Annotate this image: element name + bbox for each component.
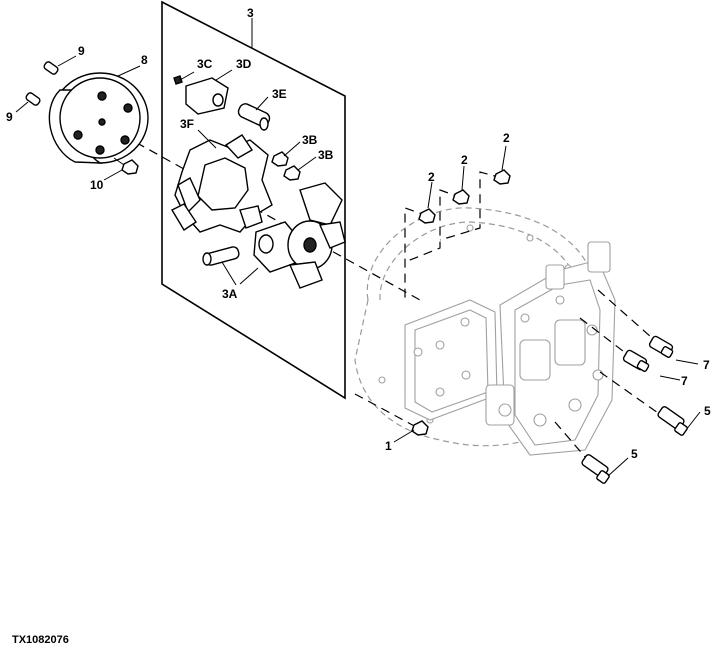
callout-7-lower: 7 <box>681 374 688 388</box>
callout-3b-upper: 3B <box>302 133 318 147</box>
callout-5-lower: 5 <box>631 447 638 461</box>
callout-10: 10 <box>90 178 104 192</box>
screw-3b-lower <box>283 165 301 181</box>
callout-9-lower: 9 <box>6 110 13 124</box>
callout-3c: 3C <box>197 57 213 71</box>
bolt-2-middle <box>452 189 470 205</box>
small-screw-3c <box>173 71 195 85</box>
callout-leaders <box>15 55 701 477</box>
elastic-coupling-element <box>171 134 273 233</box>
bolt-2-left <box>418 208 436 224</box>
callout-5-upper: 5 <box>704 404 711 418</box>
callout-3: 3 <box>247 6 254 20</box>
coupling-hub <box>253 182 346 289</box>
pin-3e <box>237 103 271 131</box>
hub-pin <box>202 246 240 266</box>
callout-7-upper: 7 <box>703 358 710 372</box>
flywheel-adapter-disc <box>48 72 149 164</box>
coupling-kit-panel <box>161 0 346 400</box>
callout-3e: 3E <box>272 87 287 101</box>
pump-assembly-ghost <box>354 207 616 456</box>
callout-3f: 3F <box>180 117 194 131</box>
bolt-1 <box>411 420 429 436</box>
callout-2-right: 2 <box>503 131 510 145</box>
fitting-7-upper <box>648 335 674 358</box>
callout-3a: 3A <box>222 287 238 301</box>
bolt-2-right <box>493 169 511 185</box>
switch-5-upper <box>657 406 688 436</box>
figure-reference-code: TX1082076 <box>12 634 69 646</box>
callout-1: 1 <box>385 439 392 453</box>
dowel-pin-upper <box>43 61 59 75</box>
switch-5-lower <box>581 454 610 484</box>
fitting-7-lower <box>622 349 650 372</box>
callout-2-left: 2 <box>428 170 435 184</box>
callout-3b-lower: 3B <box>318 148 334 162</box>
coupling-block-3d <box>185 77 229 115</box>
callout-9-upper: 9 <box>78 44 85 58</box>
callout-2-middle: 2 <box>461 153 468 167</box>
callout-8: 8 <box>141 53 148 67</box>
callout-3d: 3D <box>236 57 252 71</box>
dowel-pin-lower <box>25 92 41 106</box>
cap-screw-10 <box>113 157 139 175</box>
